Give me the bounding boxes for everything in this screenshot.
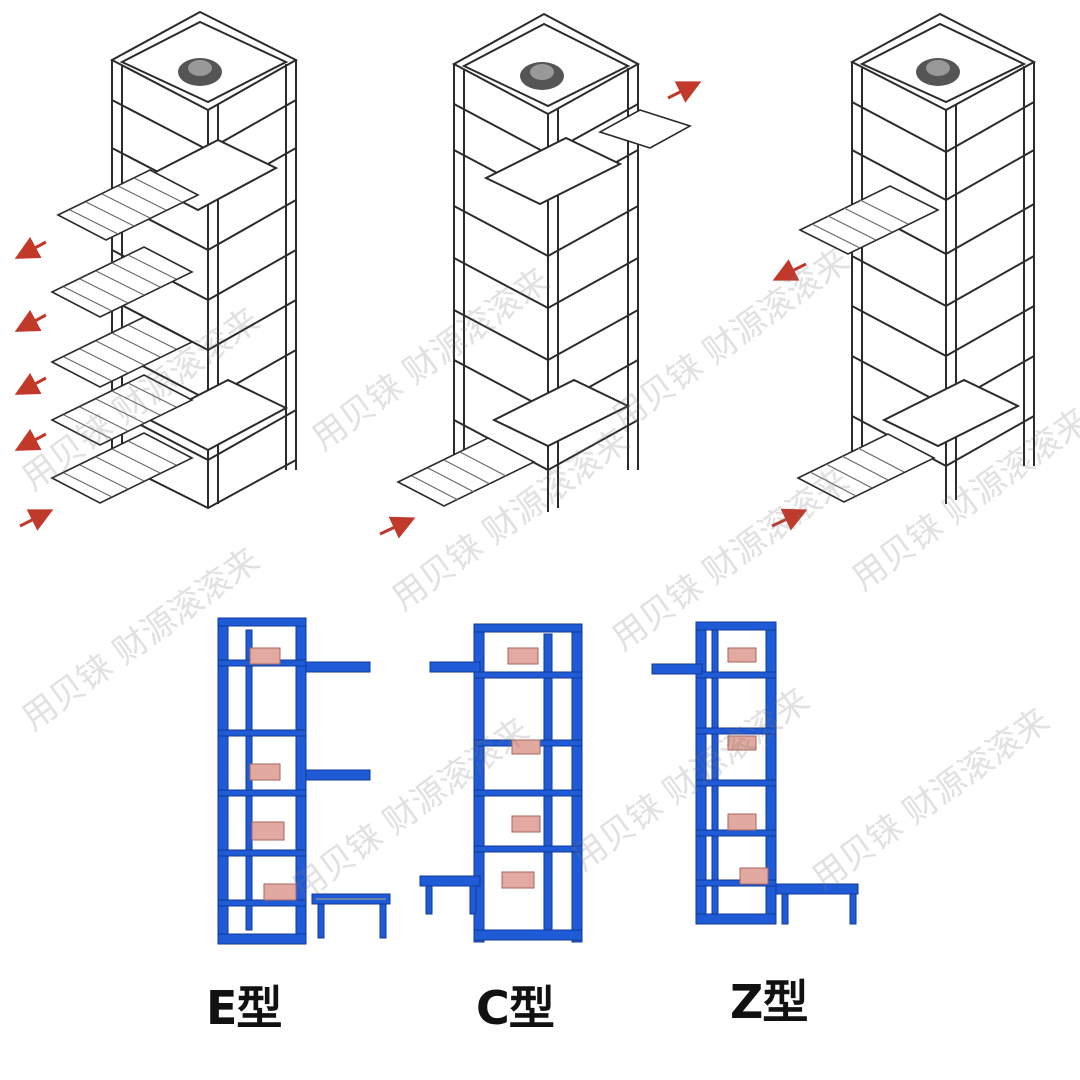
drive-motor-icon bbox=[520, 62, 564, 90]
line-tower-z-conveyors bbox=[796, 185, 940, 503]
direction-arrow-icon bbox=[771, 259, 808, 531]
direction-arrow-icon bbox=[379, 81, 702, 539]
drive-motor-icon bbox=[916, 58, 960, 86]
line-tower-z-rollers bbox=[809, 199, 909, 497]
line-tower-e-conveyors bbox=[50, 169, 200, 504]
line-tower-e-rollers bbox=[63, 177, 183, 498]
carton-icon bbox=[727, 647, 769, 885]
type-label-c: C型 bbox=[476, 981, 555, 1035]
carton-icon bbox=[501, 647, 541, 889]
blue-model-c bbox=[419, 623, 583, 943]
line-tower-c-rollers bbox=[411, 451, 507, 501]
drive-motor-icon bbox=[178, 58, 222, 86]
type-label-z: Z型 bbox=[730, 975, 808, 1029]
blue-model-z bbox=[651, 621, 859, 925]
line-tower-z bbox=[849, 12, 1037, 504]
blue-model-e bbox=[217, 617, 391, 945]
direction-arrow-icon bbox=[14, 236, 54, 531]
type-label-e: E型 bbox=[206, 981, 282, 1035]
carton-icon bbox=[249, 647, 297, 901]
